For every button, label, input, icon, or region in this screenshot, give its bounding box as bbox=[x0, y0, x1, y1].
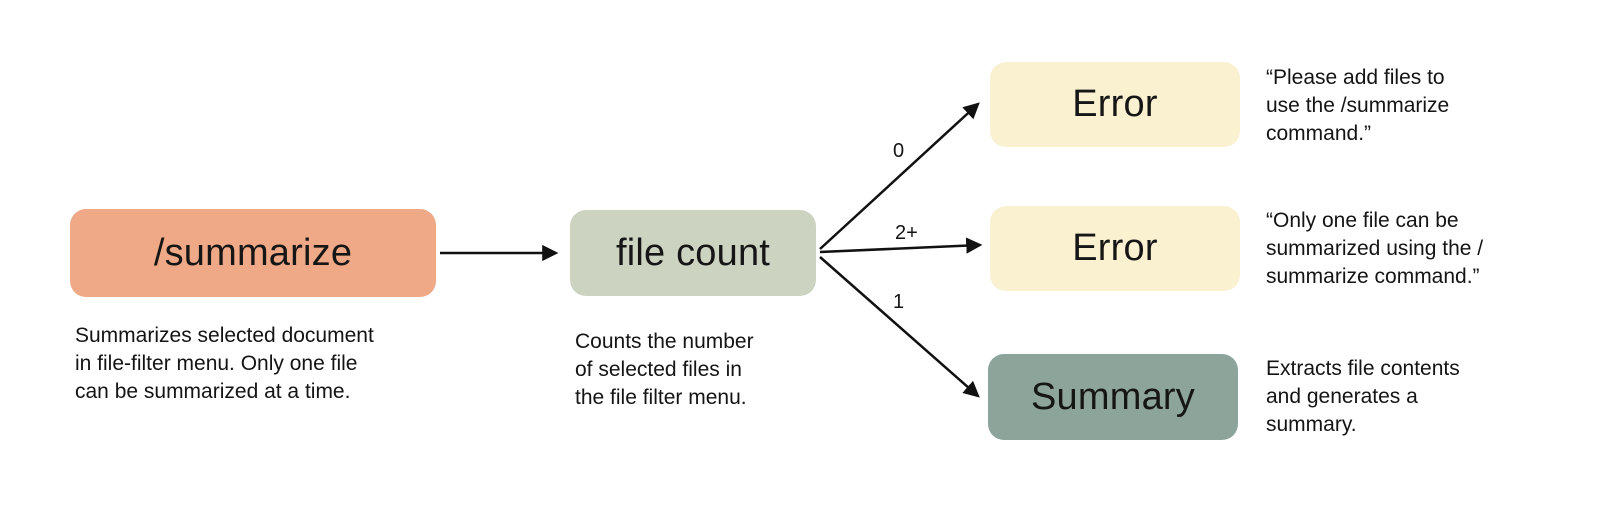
node-error-multiple-files-label: Error bbox=[1072, 227, 1158, 269]
node-error-zero-files: Error bbox=[990, 62, 1240, 147]
node-summary-label: Summary bbox=[1031, 375, 1195, 418]
node-summary: Summary bbox=[988, 354, 1238, 440]
edge-label-two-plus: 2+ bbox=[893, 222, 920, 245]
edge-label-zero: 0 bbox=[891, 140, 907, 163]
edge-label-one: 1 bbox=[891, 291, 907, 314]
edge-filecount-to-summary bbox=[819, 256, 980, 398]
edge-filecount-to-error-multi bbox=[819, 237, 983, 254]
node-error-multiple-files: Error bbox=[990, 206, 1240, 291]
node-summarize: /summarize bbox=[70, 209, 436, 297]
node-file-count-label: file count bbox=[615, 231, 771, 274]
caption-file-count: Counts the number of selected files in t… bbox=[575, 330, 754, 409]
caption-summary: Extracts file contents and generates a s… bbox=[1266, 357, 1460, 436]
caption-summarize: Summarizes selected document in file-fil… bbox=[75, 324, 374, 403]
node-file-count: file count bbox=[570, 210, 816, 296]
node-error-zero-files-label: Error bbox=[1072, 83, 1158, 125]
caption-error-multiple-files: “Only one file can be summarized using t… bbox=[1266, 209, 1484, 288]
caption-error-zero-files: “Please add files to use the /summarize … bbox=[1266, 66, 1450, 145]
node-summarize-label: /summarize bbox=[153, 231, 353, 274]
